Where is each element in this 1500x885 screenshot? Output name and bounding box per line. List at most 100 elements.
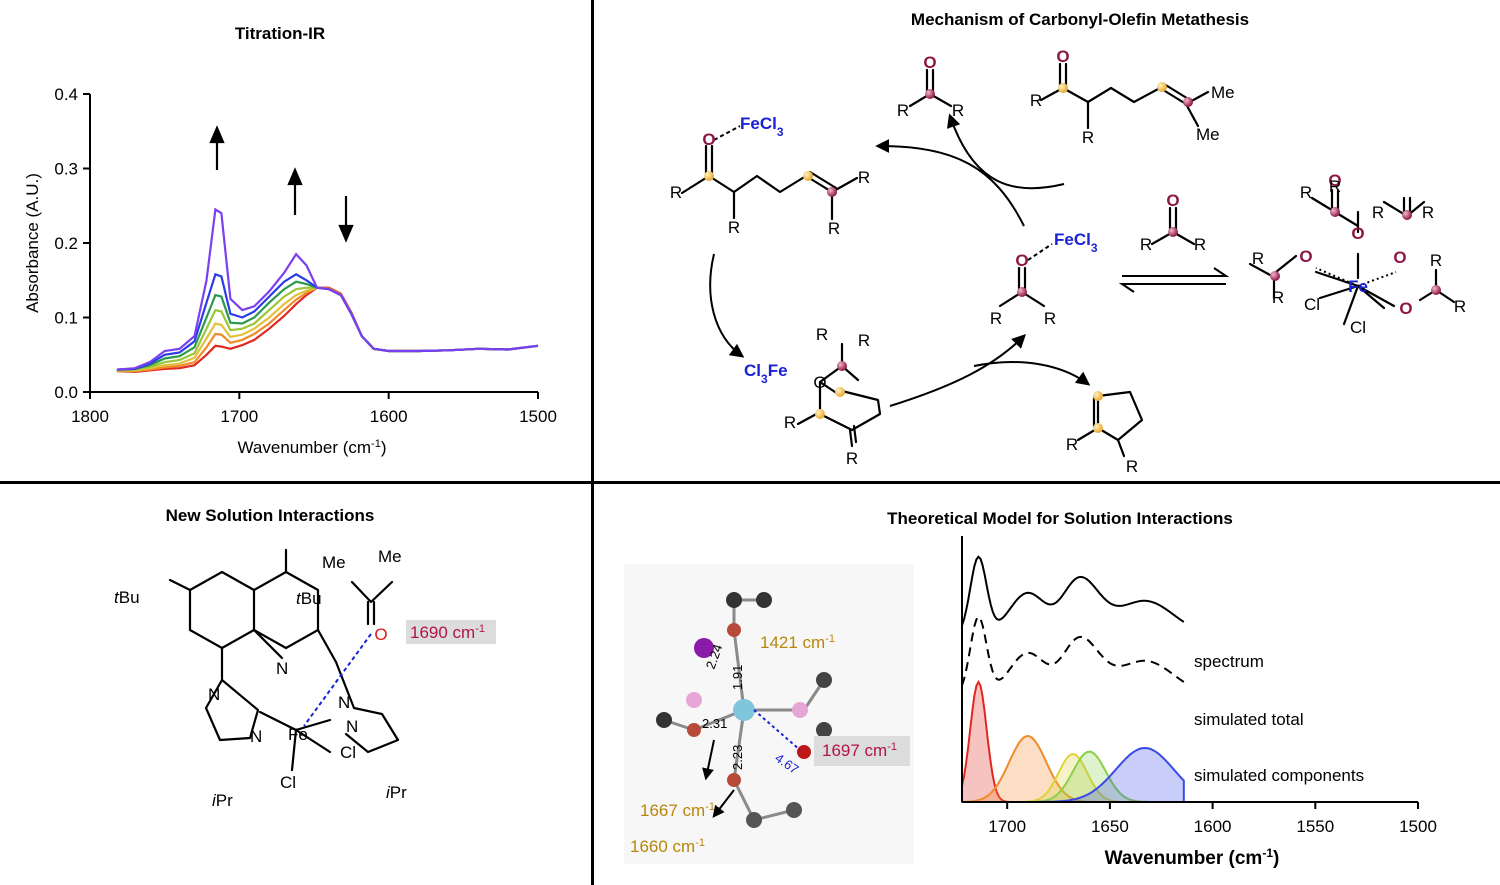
legend-spectrum: spectrum bbox=[1194, 652, 1264, 671]
svg-text:R: R bbox=[1372, 203, 1384, 222]
svg-text:O: O bbox=[813, 373, 826, 392]
ir-series-line bbox=[116, 280, 539, 371]
theory-title: Theoretical Model for Solution Interacti… bbox=[887, 509, 1233, 528]
distance-223: 2.23 bbox=[730, 745, 745, 770]
y-tick-label: 0.2 bbox=[54, 234, 78, 253]
x-tick-label: 1700 bbox=[988, 817, 1026, 836]
svg-text:R: R bbox=[1252, 249, 1264, 268]
x-tick-label: 1600 bbox=[1194, 817, 1232, 836]
svg-text:R: R bbox=[858, 331, 870, 350]
titration-title: Titration-IR bbox=[234, 24, 326, 43]
svg-text:R: R bbox=[816, 325, 828, 344]
y-tick-label: 0.1 bbox=[54, 309, 78, 328]
n-label: N bbox=[346, 717, 358, 736]
svg-text:O: O bbox=[1351, 224, 1364, 243]
x-ticks-group: 1800 1700 1600 1500 bbox=[71, 392, 557, 426]
ketone-fecl3-complex: O FeCl3 R R bbox=[990, 230, 1098, 328]
svg-text:Me: Me bbox=[1211, 83, 1235, 102]
substrate-olefin: O R R Me Me bbox=[1030, 47, 1235, 147]
x-tick-label: 1600 bbox=[370, 407, 408, 426]
solution-title: New Solution Interactions bbox=[165, 506, 375, 525]
cycle-arrow-bottom bbox=[889, 334, 1026, 407]
svg-text:R: R bbox=[1082, 128, 1094, 147]
x-tick-label: 1500 bbox=[1399, 817, 1437, 836]
atom-o: O bbox=[702, 130, 715, 149]
r-label: R bbox=[670, 183, 682, 202]
equilibrium-arrows bbox=[1118, 267, 1230, 293]
svg-text:FeCl3: FeCl3 bbox=[1054, 230, 1098, 255]
cycle-arrow-product bbox=[973, 361, 1091, 386]
ipr-label-left: iPr bbox=[212, 791, 233, 810]
r-label: R bbox=[828, 219, 840, 238]
svg-text:Me: Me bbox=[1196, 125, 1220, 144]
up-arrow-1 bbox=[209, 125, 225, 170]
simulated-total-line bbox=[961, 615, 1185, 686]
me-label: Me bbox=[322, 553, 346, 572]
carbon-atom-red bbox=[827, 187, 837, 197]
n-label: N bbox=[338, 693, 350, 712]
svg-text:R: R bbox=[1126, 457, 1138, 476]
cycle-arrow-left bbox=[709, 253, 745, 358]
horizontal-divider bbox=[0, 481, 1500, 484]
svg-text:R: R bbox=[784, 413, 796, 432]
substrate-fecl3-complex: O FeCl3 R R R R bbox=[670, 114, 870, 238]
up-arrow-2 bbox=[287, 167, 303, 215]
spectrum-line bbox=[961, 555, 1185, 626]
svg-text:R: R bbox=[1066, 435, 1078, 454]
carbon-atom-gold bbox=[704, 171, 714, 181]
r-label: R bbox=[858, 168, 870, 187]
y-ticks-group: 0.00.10.20.30.4 bbox=[54, 85, 90, 402]
svg-text:Cl3Fe: Cl3Fe bbox=[744, 361, 788, 386]
y-tick-label: 0.0 bbox=[54, 383, 78, 402]
ir-series-line bbox=[116, 207, 539, 371]
n-label: N bbox=[276, 659, 288, 678]
svg-text:R: R bbox=[1329, 177, 1341, 196]
freq-1697-box bbox=[814, 736, 910, 766]
mechanism-title: Mechanism of Carbonyl-Olefin Metathesis bbox=[910, 10, 1250, 29]
x-axis-label-text: Wavenumber (cm bbox=[238, 438, 372, 457]
svg-text:R: R bbox=[1454, 297, 1466, 316]
svg-text:O: O bbox=[1056, 47, 1069, 66]
me-label: Me bbox=[378, 547, 402, 566]
svg-text:R: R bbox=[1194, 235, 1206, 254]
x-tick-label: 1650 bbox=[1091, 817, 1129, 836]
x-axis-label: Wavenumber (cm-1) bbox=[238, 438, 387, 457]
cl-label: Cl bbox=[280, 773, 296, 792]
cycle-arrow-top-left bbox=[875, 139, 1025, 227]
x-tick-label: 1700 bbox=[220, 407, 258, 426]
x-tick-label: 1500 bbox=[519, 407, 557, 426]
n-label: N bbox=[208, 685, 220, 704]
svg-text:R: R bbox=[1300, 183, 1312, 202]
svg-text:O: O bbox=[1399, 299, 1412, 318]
distance-191: 1.91 bbox=[730, 665, 745, 690]
svg-text:R: R bbox=[1422, 203, 1434, 222]
cyclopentene-product: R R bbox=[1066, 390, 1144, 476]
x-tick-label: 1800 bbox=[71, 407, 109, 426]
svg-text:R: R bbox=[1140, 235, 1152, 254]
ir-series-line bbox=[116, 286, 539, 372]
fe-label: Fe bbox=[1348, 277, 1368, 296]
vertical-divider bbox=[591, 0, 594, 885]
legend-simulated-components: simulated components bbox=[1194, 766, 1364, 785]
cycle-arrow-top bbox=[947, 113, 1065, 190]
ir-series-line bbox=[116, 286, 539, 372]
svg-text:R: R bbox=[897, 101, 909, 120]
svg-text:R: R bbox=[1430, 251, 1442, 270]
n-label: N bbox=[250, 727, 262, 746]
ligand-backbone bbox=[168, 548, 400, 772]
y-axis-label: Absorbance (A.U.) bbox=[23, 173, 42, 313]
solution-structure: tBu tBu Me Me O N N N N N Fe Cl Cl iPr i… bbox=[114, 547, 496, 810]
freq-1690-box bbox=[406, 620, 496, 644]
sim-components-group bbox=[961, 679, 1185, 803]
carbon-atom-gold bbox=[803, 171, 813, 181]
svg-text:O: O bbox=[1299, 247, 1312, 266]
tbu-label-left: tBu bbox=[114, 588, 140, 607]
freq-1660-label: 1660 cm-1 bbox=[630, 837, 705, 856]
svg-text:R: R bbox=[1044, 309, 1056, 328]
legend-simulated-total: simulated total bbox=[1194, 710, 1304, 729]
ketone-product: O R R bbox=[897, 53, 964, 120]
svg-text:R: R bbox=[846, 449, 858, 468]
y-tick-label: 0.3 bbox=[54, 160, 78, 179]
mechanism-diagram: O FeCl3 R R R R O R R O R R Me Me O FeCl… bbox=[670, 47, 1466, 476]
